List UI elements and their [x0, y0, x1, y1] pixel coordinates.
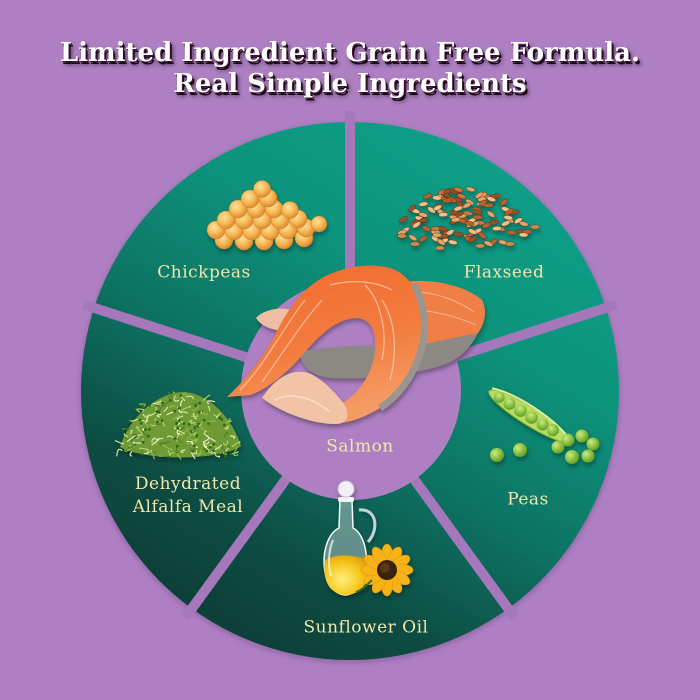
title-line-1: Limited Ingredient Grain Free Formula.: [59, 38, 641, 68]
label-alfalfa-line-2: Alfalfa Meal: [132, 497, 244, 517]
flaxseed-image: [397, 186, 540, 251]
label-alfalfa-line-1: Dehydrated: [134, 474, 242, 494]
title-line-2: Real Simple Ingredients: [173, 69, 527, 99]
label-alfalfa: Dehydrated Alfalfa Meal: [133, 473, 243, 519]
label-peas: Peas: [507, 489, 549, 510]
chickpeas-image: [206, 180, 328, 251]
oil-cruet-sunflower-image: [323, 480, 414, 597]
alfalfa-sprouts-image: [114, 391, 241, 460]
label-sunflower-oil: Sunflower Oil: [303, 617, 429, 638]
segment-dividers: [82, 111, 618, 621]
pea-pod-image: [488, 387, 600, 464]
page-title: Limited Ingredient Grain Free Formula. R…: [0, 38, 700, 100]
salmon-steak-image: [227, 265, 485, 424]
label-flaxseed: Flaxseed: [463, 262, 545, 283]
label-salmon: Salmon: [326, 436, 394, 457]
label-chickpeas: Chickpeas: [157, 262, 251, 283]
